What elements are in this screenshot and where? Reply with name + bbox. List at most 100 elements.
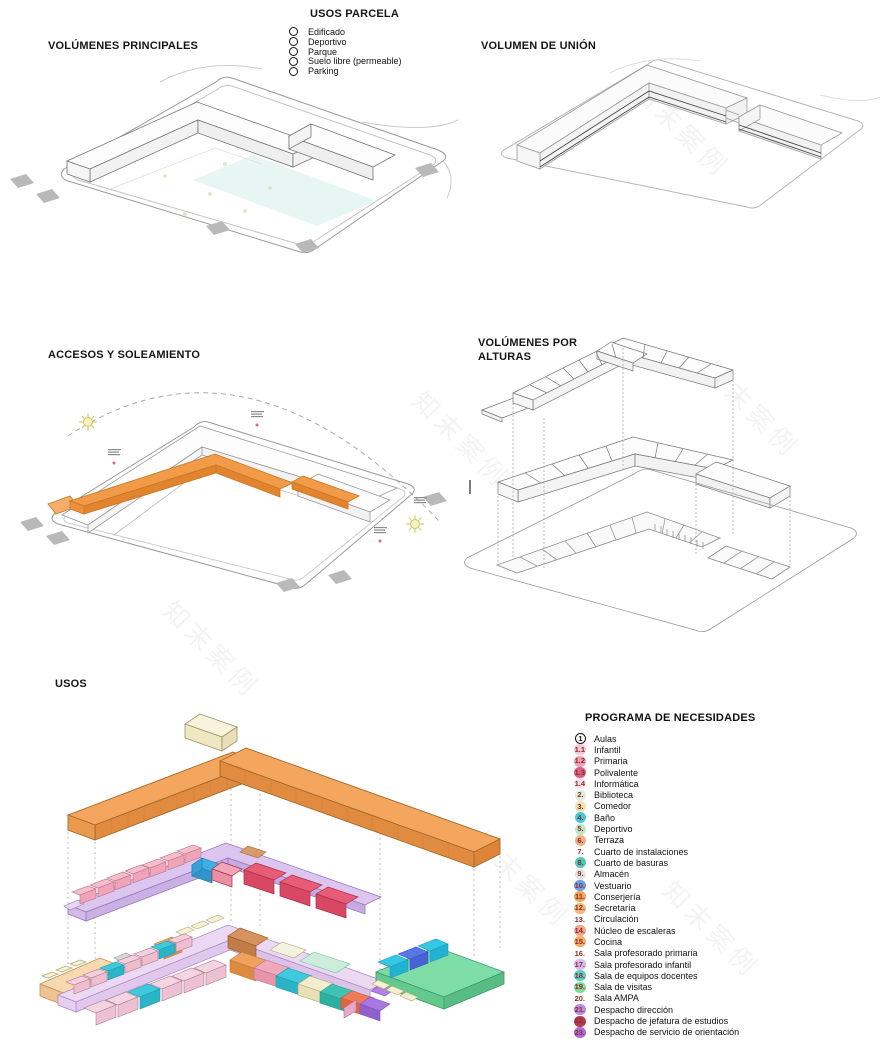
union-band-lines xyxy=(539,90,727,168)
accesos-soleamiento-diagram xyxy=(20,392,447,592)
legend-item: 1.3 Polivalente xyxy=(556,767,880,779)
legend-item: Parking xyxy=(289,66,402,76)
legend-item-label: Sala profesorado primaria xyxy=(594,948,698,959)
legend-item: 5. Deportivo xyxy=(556,823,880,835)
aulas-number-ring: 1 xyxy=(575,733,586,745)
legend-item: 17. Sala profesorado infantil xyxy=(556,959,880,971)
legend-item: 18. Sala de equipos docentes xyxy=(556,970,880,982)
legend-item: 8. Cuarto de basuras xyxy=(556,857,880,869)
legend-item: 11. Conserjería xyxy=(556,891,880,903)
ring-icon xyxy=(289,66,298,76)
legend-color-disc: 17. xyxy=(573,959,586,971)
legend-item-label: Parking xyxy=(308,66,339,77)
orange-corridor-volume xyxy=(47,453,295,515)
sun-icon xyxy=(406,515,424,533)
legend-color-disc: 9. xyxy=(575,868,586,880)
trees xyxy=(163,162,272,216)
legend-item-label: Conserjería xyxy=(594,891,641,902)
court-outline xyxy=(104,147,263,192)
legend-item: 20. Sala AMPA xyxy=(556,993,880,1004)
programa-items: 1.1 Infantil 1.2 Primaria 1.3 Polivalent… xyxy=(556,744,880,1038)
legend-item: 4. Baño xyxy=(556,812,880,824)
legend-item-label: Cuarto de basuras xyxy=(594,857,669,868)
union-band-lines-box xyxy=(738,124,822,158)
projection-lines xyxy=(497,348,791,568)
legend-item: 3. Comedor xyxy=(556,800,880,812)
legend-item-label: Edificado xyxy=(308,26,346,37)
legend-item-label: Despacho de jefatura de estudios xyxy=(594,1016,729,1027)
legend-item-label: Informática xyxy=(594,778,639,789)
gym-rooms xyxy=(371,938,449,1002)
legend-item-label: Sala AMPA xyxy=(594,993,639,1004)
ring-icon xyxy=(289,46,298,56)
usos-parcela-legend: Edificado Deportivo Parque Suelo libre (… xyxy=(289,27,402,76)
parking-patches xyxy=(10,163,439,253)
legend-item: 22. Despacho de jefatura de estudios xyxy=(556,1015,880,1027)
legend-item-aulas: 1 Aulas xyxy=(556,733,880,745)
legend-item-label: Primaria xyxy=(594,756,628,767)
legend-color-disc: 2. xyxy=(575,789,586,801)
legend-item: 14. Núcleo de escaleras xyxy=(556,925,880,937)
legend-item: 16. Sala profesorado primaria xyxy=(556,948,880,959)
legend-item: 6. Terraza xyxy=(556,834,880,846)
legend-color-disc: 15. xyxy=(573,936,586,948)
volumenes-principales-title: VOLÚMENES PRINCIPALES xyxy=(48,40,199,52)
ground-parcel-wireframe xyxy=(464,468,857,632)
legend-item-label: Deportivo xyxy=(594,824,633,835)
legend-item-label: Sala profesorado infantil xyxy=(594,959,692,970)
legend-color-disc: 7. xyxy=(577,846,584,856)
legend-color-disc: 1.3 xyxy=(573,767,586,779)
legend-color-disc: 11. xyxy=(573,891,586,903)
legend-item: 13. Circulación xyxy=(556,914,880,925)
parcel-outline xyxy=(501,58,880,209)
legend-item: 19. Sala de visitas xyxy=(556,981,880,993)
legend-item-label: Sala de visitas xyxy=(594,982,653,993)
box-volume-wireframe xyxy=(725,104,843,160)
top-level-wireframe xyxy=(481,337,735,423)
orange-strip-right xyxy=(291,475,360,510)
legend-item-label: Infantil xyxy=(594,744,621,755)
accesos-title: ACCESOS Y SOLEAMIENTO xyxy=(48,349,201,361)
legend-item-label: Núcleo de escaleras xyxy=(594,925,676,936)
legend-color-disc: 8. xyxy=(575,857,586,869)
parking-patches xyxy=(20,492,447,592)
programa-title: PROGRAMA DE NECESIDADES xyxy=(585,712,756,724)
legend-item-label: Terraza xyxy=(594,835,625,846)
legend-item-label: Baño xyxy=(594,812,616,823)
legend-item-label: Vestuario xyxy=(594,880,632,891)
floor2-rooms xyxy=(63,844,267,911)
legend-item-label: Despacho de servicio de orientación xyxy=(594,1027,740,1038)
legend-color-disc: 3. xyxy=(575,800,586,812)
floor3-front-row xyxy=(83,959,227,1026)
programa-necesidades-legend: PROGRAMA DE NECESIDADES 1 Aulas 1.1 Infa… xyxy=(556,712,880,1038)
legend-item: 2. Biblioteca xyxy=(556,789,880,801)
access-labels xyxy=(108,411,427,543)
legend-item-label: Comedor xyxy=(594,801,632,812)
pool-area xyxy=(193,155,377,226)
floor3-back-row xyxy=(65,914,225,995)
legend-item-label: Deportivo xyxy=(308,36,347,47)
sun-path-arc xyxy=(67,392,441,523)
legend-item-label: Secretaría xyxy=(594,903,636,914)
legend-item-label: Suelo libre (permeable) xyxy=(308,56,402,67)
legend-item-label: Cocina xyxy=(594,936,623,947)
legend-color-disc: 1.4 xyxy=(573,778,586,790)
floor3-right-wing xyxy=(229,941,393,1022)
ring-icon xyxy=(289,27,298,37)
middle-level-wireframe xyxy=(469,436,791,509)
legend-color-disc: 23. xyxy=(573,1026,586,1038)
ring-icon xyxy=(289,56,298,66)
legend-color-disc: 19. xyxy=(573,981,586,993)
legend-color-disc: 21. xyxy=(573,1004,586,1016)
legend-item: 7. Cuarto de instalaciones xyxy=(556,846,880,857)
legend-item: 9. Almacén xyxy=(556,868,880,880)
legend-color-disc: 14. xyxy=(573,925,586,937)
usos-title: USOS xyxy=(55,678,87,690)
legend-item-label: Circulación xyxy=(594,914,639,925)
building-box-volume xyxy=(288,123,396,181)
legend-color-disc: 1.2 xyxy=(573,755,586,767)
roof-module-ticks xyxy=(110,770,450,858)
alturas-title: VOLÚMENES POR ALTURAS xyxy=(478,337,578,364)
legend-item: 15. Cocina xyxy=(556,936,880,948)
